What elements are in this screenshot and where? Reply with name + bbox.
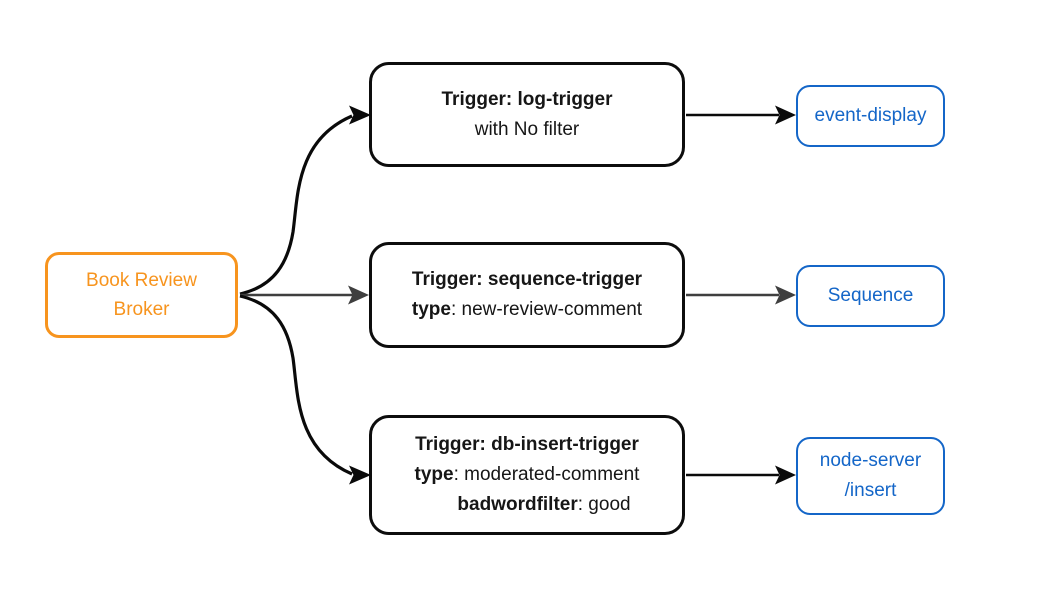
sink-node-event-display: event-display xyxy=(796,85,945,147)
broker-label-line2: Broker xyxy=(113,299,170,320)
trigger-sequence-attr-value: : new-review-comment xyxy=(450,299,643,320)
trigger-node-log: Trigger: log-trigger with No filter xyxy=(369,62,685,167)
sink-node-node-server-insert: node-server /insert xyxy=(796,437,945,515)
arrowhead-broker-to-log-trigger xyxy=(349,105,371,125)
trigger-log-subtitle: with No filter xyxy=(474,118,580,140)
trigger-sequence-title: Trigger: sequence-trigger xyxy=(411,269,643,290)
arrowhead-broker-to-db-insert-trigger xyxy=(349,465,371,485)
trigger-db-insert-attr2-value: : good xyxy=(577,494,631,515)
sink-event-display-label: event-display xyxy=(814,105,927,126)
broker-node: Book Review Broker xyxy=(45,252,238,338)
sink-node-server-label-line1: node-server xyxy=(819,450,922,471)
trigger-db-insert-attr1: type: moderated-comment xyxy=(415,460,640,490)
trigger-db-insert-attr2-key: badwordfilter xyxy=(457,494,578,515)
trigger-db-insert-title: Trigger: db-insert-trigger xyxy=(415,434,639,455)
trigger-db-insert-attr2: badwordfilter: good xyxy=(457,490,630,520)
trigger-node-sequence: Trigger: sequence-trigger type: new-revi… xyxy=(369,242,685,348)
sink-sequence-label: Sequence xyxy=(827,285,914,306)
edge-broker-to-log-trigger xyxy=(239,114,353,296)
trigger-node-db-insert: Trigger: db-insert-trigger type: moderat… xyxy=(369,415,685,535)
arrowhead-broker-to-sequence-trigger xyxy=(348,285,369,305)
arrowhead-log-trigger-to-event-display xyxy=(775,105,796,125)
trigger-sequence-attr-key: type xyxy=(411,299,451,320)
sink-node-sequence: Sequence xyxy=(796,265,945,327)
trigger-db-insert-attr1-value: : moderated-comment xyxy=(453,464,640,485)
broker-label-line1: Book Review xyxy=(86,270,197,291)
arrowhead-sequence-trigger-to-sequence xyxy=(775,285,796,305)
trigger-sequence-attr: type: new-review-comment xyxy=(412,295,642,325)
edge-broker-to-db-insert-trigger xyxy=(239,294,353,476)
sink-node-server-label-line2: /insert xyxy=(844,480,897,501)
arrowhead-db-insert-trigger-to-node-server xyxy=(775,465,796,485)
trigger-db-insert-attr1-key: type xyxy=(414,464,454,485)
trigger-log-title: Trigger: log-trigger xyxy=(441,88,613,110)
